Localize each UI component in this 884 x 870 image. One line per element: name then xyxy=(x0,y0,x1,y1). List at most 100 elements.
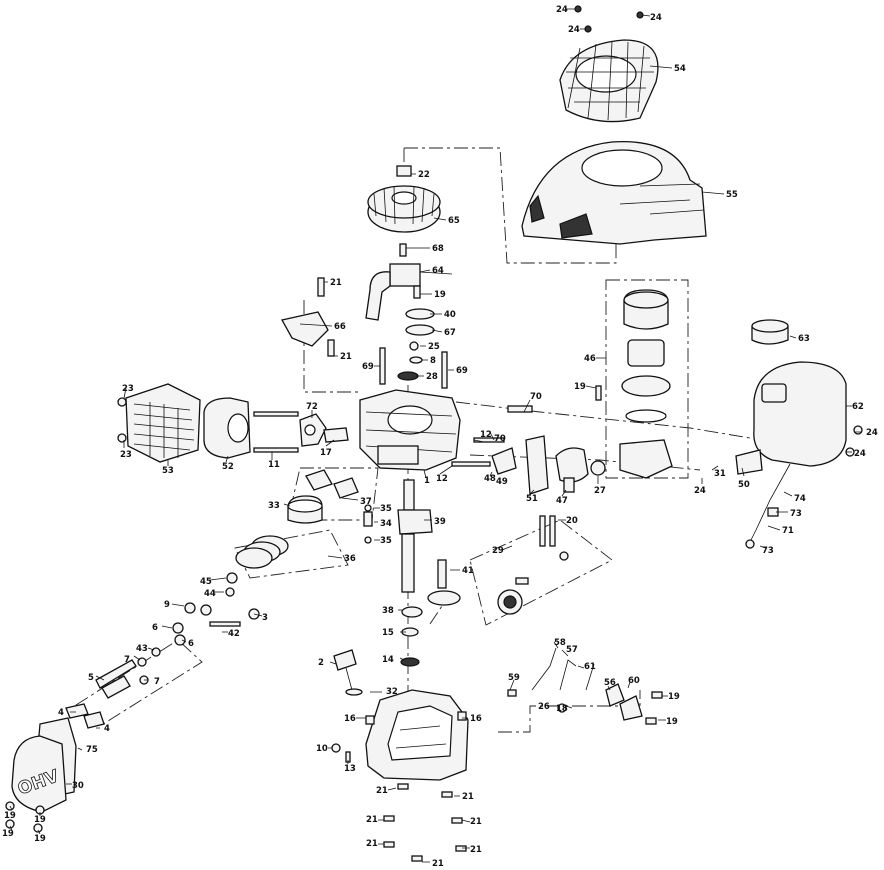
callout-label: 31 xyxy=(714,469,726,479)
callout-label: 24 xyxy=(866,428,878,438)
callout-label: 5 xyxy=(88,673,94,683)
callout-label: 41 xyxy=(462,566,474,576)
governor-assembly xyxy=(497,515,569,615)
callout-label: 43 xyxy=(136,644,148,654)
callout-label: 74 xyxy=(794,494,806,504)
callout-label: 49 xyxy=(496,477,508,487)
callout-label: 57 xyxy=(566,645,578,655)
callout-label: 24 xyxy=(650,13,662,23)
callout-label: 21 xyxy=(432,859,444,869)
callout-label: 36 xyxy=(344,554,356,564)
callout-label: 19 xyxy=(574,382,586,392)
callout-label: 21 xyxy=(462,792,474,802)
piston xyxy=(235,495,373,569)
callout-label: 24 xyxy=(694,486,706,496)
callout-label: 68 xyxy=(432,244,444,254)
callout-label: 19 xyxy=(34,834,46,844)
callout-label: 38 xyxy=(382,606,394,616)
callout-label: 55 xyxy=(726,190,738,200)
callout-label: 71 xyxy=(782,526,794,536)
callout-label: 1 xyxy=(424,476,430,486)
callout-label: 47 xyxy=(556,496,568,506)
callout-label: 46 xyxy=(584,354,596,364)
callout-label: 21 xyxy=(470,817,482,827)
callout-label: 34 xyxy=(380,519,392,529)
callout-label: 33 xyxy=(268,501,280,511)
callout-label: 24 xyxy=(568,25,580,35)
callout-label: 70 xyxy=(494,434,506,444)
callout-label: 14 xyxy=(382,655,394,665)
valve-cover-bolts xyxy=(5,801,45,833)
callout-label: 24 xyxy=(854,449,866,459)
top-nuts xyxy=(574,5,644,33)
ignition-coil xyxy=(365,243,453,381)
callout-label: 48 xyxy=(484,474,496,484)
callout-label: 16 xyxy=(344,714,356,724)
exhaust-studs xyxy=(253,411,349,453)
callout-label: 42 xyxy=(228,629,240,639)
callout-label: 19 xyxy=(668,692,680,702)
governor-bracket xyxy=(281,277,335,357)
callout-label: 60 xyxy=(628,676,640,686)
callout-label: 66 xyxy=(334,322,346,332)
callout-label: 27 xyxy=(594,486,606,496)
callout-label: 69 xyxy=(362,362,374,372)
muffler xyxy=(117,383,251,463)
callout-label: 19 xyxy=(434,290,446,300)
crankshaft xyxy=(397,479,433,593)
callout-label: 16 xyxy=(470,714,482,724)
callout-label: 37 xyxy=(360,497,372,507)
callout-label: 29 xyxy=(492,546,504,556)
callout-label: 11 xyxy=(268,460,280,470)
studs xyxy=(379,347,448,389)
callout-label: 61 xyxy=(584,662,596,672)
oil-sensor xyxy=(333,649,363,696)
callout-label: 13 xyxy=(344,764,356,774)
callout-label: 25 xyxy=(428,342,440,352)
callout-label: 52 xyxy=(222,462,234,472)
callout-label: 30 xyxy=(72,781,84,791)
valve-cover: OHV xyxy=(11,717,77,813)
callout-label: 19 xyxy=(34,815,46,825)
callout-label: 4 xyxy=(104,724,110,734)
callout-label: 6 xyxy=(152,623,158,633)
callout-label: 73 xyxy=(762,546,774,556)
callout-label: 21 xyxy=(366,839,378,849)
callout-label: 3 xyxy=(262,613,268,623)
callout-label: 19 xyxy=(2,829,14,839)
throttle-linkage xyxy=(507,647,663,725)
callout-label: 12 xyxy=(436,474,448,484)
callout-label: 45 xyxy=(200,577,212,587)
callout-label: 64 xyxy=(432,266,444,276)
air-cleaner xyxy=(595,289,673,479)
callout-label: 32 xyxy=(386,687,398,697)
callout-label: 67 xyxy=(444,328,456,338)
callout-label: 15 xyxy=(382,628,394,638)
callout-label: 10 xyxy=(316,744,328,754)
connecting-rod xyxy=(305,469,359,499)
callout-label: 35 xyxy=(380,536,392,546)
callout-label: 4 xyxy=(58,708,64,718)
callout-label: 21 xyxy=(340,352,352,362)
callout-label: 59 xyxy=(508,673,520,683)
flywheel xyxy=(367,165,441,233)
callout-label: 2 xyxy=(318,658,324,668)
callout-label: 22 xyxy=(418,170,430,180)
callout-label: 18 xyxy=(556,704,568,714)
callout-label: 8 xyxy=(430,356,436,366)
callout-label: 63 xyxy=(798,334,810,344)
callout-label: 17 xyxy=(320,448,332,458)
callout-label: 50 xyxy=(738,480,750,490)
callout-label: 20 xyxy=(566,516,578,526)
recoil-starter xyxy=(559,39,659,123)
callout-label: 24 xyxy=(556,5,568,15)
callout-leaders xyxy=(9,8,862,863)
blower-housing xyxy=(521,141,707,245)
callout-label: 21 xyxy=(376,786,388,796)
bottom-bolts xyxy=(383,783,467,862)
callout-label: 23 xyxy=(122,384,134,394)
callout-label: 56 xyxy=(604,678,616,688)
callout-label: 69 xyxy=(456,366,468,376)
callout-label: 23 xyxy=(120,450,132,460)
